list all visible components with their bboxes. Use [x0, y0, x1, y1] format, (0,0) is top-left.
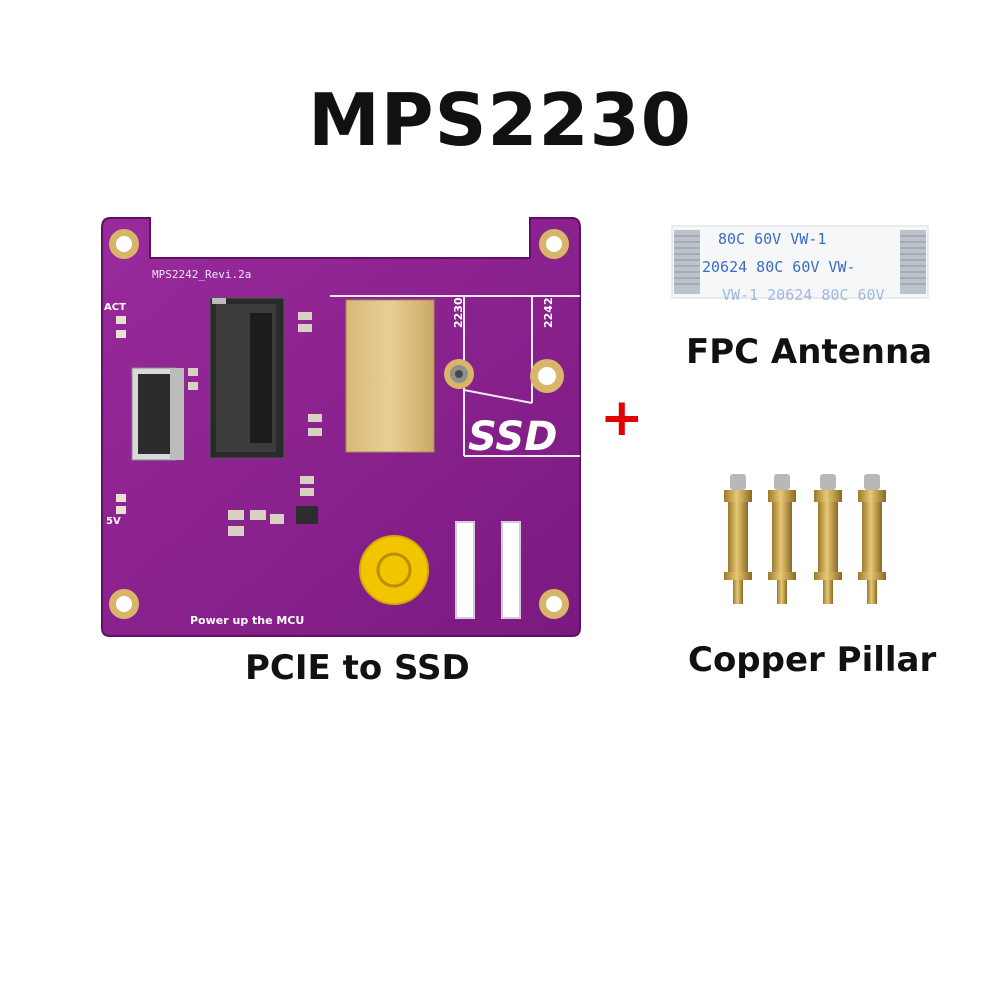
board-slot-left [455, 521, 475, 619]
size-2230-label: 2230 [452, 297, 465, 328]
page-title: MPS2230 [308, 78, 692, 162]
standoff-2230 [444, 359, 474, 389]
copper-pillar-caption: Copper Pillar [688, 640, 937, 680]
copper-pillar-2 [768, 474, 796, 604]
pcie-ssd-caption: PCIE to SSD [245, 648, 470, 688]
plus-sign: + [600, 388, 644, 448]
copper-pillar-4 [858, 474, 886, 604]
fpc-print-line-3: VW-1 20624 80C 60V [722, 286, 885, 304]
fpc-print-line-2: 20624 80C 60V VW- [702, 258, 856, 276]
copper-pillar-1 [724, 474, 752, 604]
fpc-cable-image: 80C 60V VW-1 20624 80C 60V VW- VW-1 2062… [671, 225, 929, 304]
mount-hole-top-right [539, 229, 569, 259]
board-slot-right [501, 521, 521, 619]
fpc-contacts-right [900, 230, 926, 294]
act-label: ACT [104, 302, 126, 313]
copper-pillars-image [724, 474, 886, 604]
mount-hole-bottom-right [539, 589, 569, 619]
standoff-2242 [530, 359, 564, 393]
copper-pillar-3 [814, 474, 842, 604]
mount-hole-bottom-left [109, 589, 139, 619]
ssd-silk-label: SSD [468, 414, 557, 460]
fpc-connector [131, 367, 184, 461]
mcu-power-label: Power up the MCU [190, 614, 304, 627]
size-2242-label: 2242 [542, 297, 555, 328]
mount-hole-top-left [109, 229, 139, 259]
power-5v-label: 5V [106, 516, 121, 527]
yellow-sticker [359, 535, 429, 605]
mcu-chip [296, 506, 318, 524]
fpc-contacts-left [674, 230, 700, 294]
pcie-ssd-board: MPS2242_Revi.2a ACT 5V 2230 2242 SSD [101, 217, 581, 637]
ssd-gold-pad [345, 299, 435, 453]
fpc-print-line-1: 80C 60V VW-1 [718, 230, 826, 248]
m2-slot [209, 297, 285, 459]
board-revision-label: MPS2242_Revi.2a [152, 268, 251, 281]
fpc-antenna-caption: FPC Antenna [686, 332, 933, 372]
